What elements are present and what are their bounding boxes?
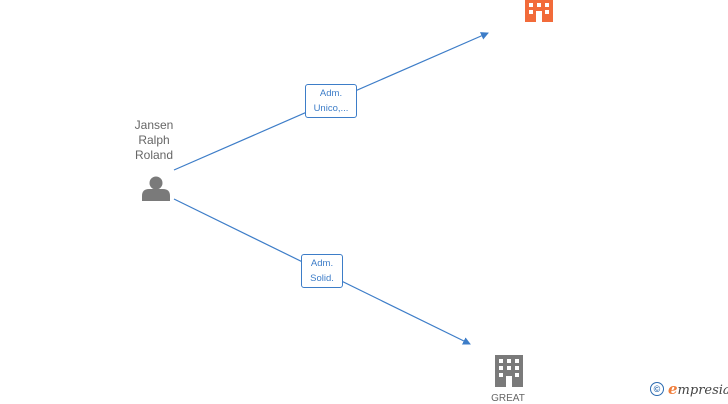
watermark: © empresia bbox=[650, 380, 728, 398]
person-icon[interactable] bbox=[142, 176, 170, 202]
edge-label-top[interactable]: Adm. Unico,... bbox=[305, 84, 357, 118]
person-name-line: Jansen bbox=[134, 118, 174, 132]
copyright-icon: © bbox=[650, 382, 664, 396]
edge-label-line: Unico,... bbox=[313, 103, 349, 114]
brand-logo: empresia bbox=[668, 380, 728, 398]
person-name[interactable]: Jansen Ralph Roland bbox=[114, 118, 194, 163]
edge-label-line: Adm. bbox=[319, 88, 343, 99]
building-icon[interactable] bbox=[525, 0, 553, 22]
edge-label-line: Adm. bbox=[310, 258, 334, 269]
person-name-line: Ralph bbox=[138, 133, 170, 147]
edge-label-bottom[interactable]: Adm. Solid. bbox=[301, 254, 343, 288]
edge-label-line: Solid. bbox=[310, 273, 334, 284]
company-name[interactable]: GREAT bbox=[491, 393, 525, 404]
building-icon[interactable] bbox=[495, 355, 523, 387]
person-name-line: Roland bbox=[134, 148, 174, 162]
